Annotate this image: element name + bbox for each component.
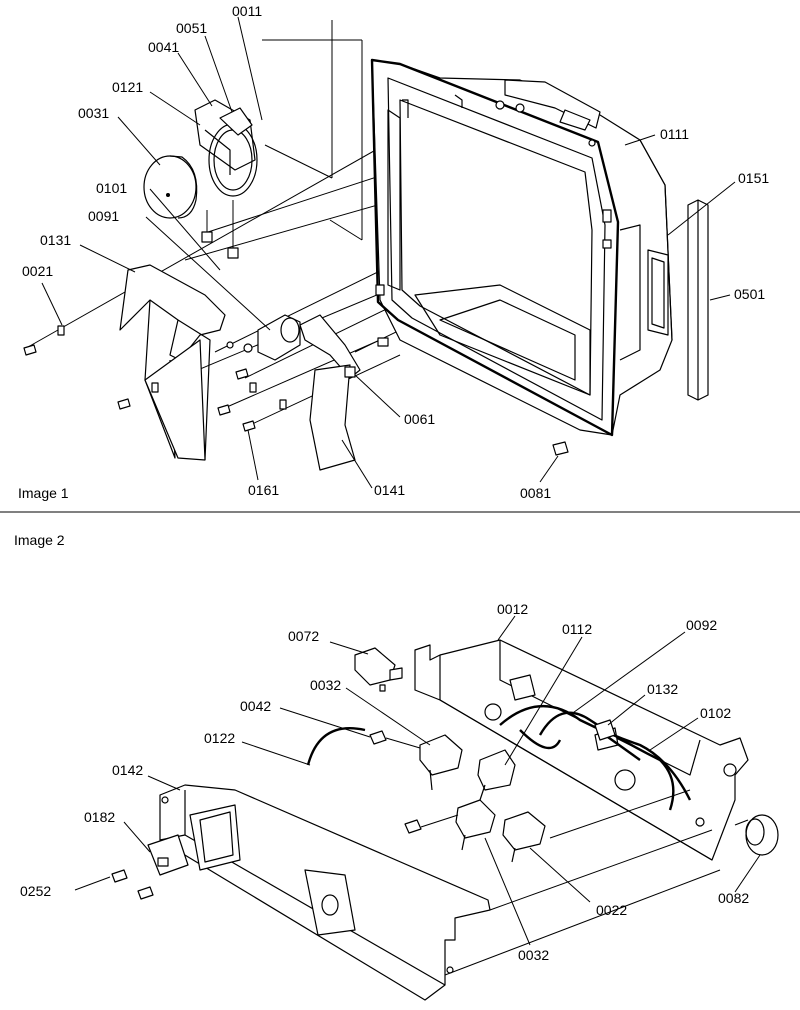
label-0041: 0041 [148,39,179,55]
image-1-group: 0011 0051 0041 0121 0031 0101 0091 0131 … [18,3,769,501]
label-0032-lower: 0032 [518,947,549,963]
motor-disc [143,155,198,219]
switch-0022 [502,811,546,863]
image-2-group: Image 2 [14,532,779,1001]
label-0021: 0021 [22,263,53,279]
label-0012: 0012 [497,601,528,617]
label-0142: 0142 [112,762,143,778]
label-0092: 0092 [686,617,717,633]
label-0031: 0031 [78,105,109,121]
switch-0112 [477,749,516,801]
label-0161: 0161 [248,482,279,498]
actuator-motor [226,314,301,361]
label-0132: 0132 [647,681,678,697]
label-0082: 0082 [718,890,749,906]
label-0501: 0501 [734,286,765,302]
image-2-leaders [74,615,761,946]
label-0102: 0102 [700,705,731,721]
label-0121: 0121 [112,79,143,95]
label-0122: 0122 [204,730,235,746]
gasket-strip [687,199,709,401]
image-1-leaders [41,16,736,489]
label-0141: 0141 [374,482,405,498]
connector-0132 [594,719,616,741]
image-2-labels: 0012 0072 0112 0092 0032 0132 0042 0102 … [20,601,749,963]
screws-image-1 [23,325,569,456]
label-0091: 0091 [88,208,119,224]
label-0112: 0112 [562,621,592,637]
image-2-guide-lines [444,789,721,976]
label-0051: 0051 [176,20,207,36]
label-0072: 0072 [288,628,319,644]
knob-0082 [734,814,779,856]
label-0011: 0011 [232,3,262,19]
label-0061: 0061 [404,411,435,427]
switch-0032-upper [369,730,463,791]
housing-frame [370,58,673,437]
label-0182: 0182 [84,809,115,825]
image-1-caption: Image 1 [18,485,69,501]
bezel-0182 [111,834,189,900]
label-0042: 0042 [240,698,271,714]
image-2-caption: Image 2 [14,532,65,548]
label-0081: 0081 [520,485,551,501]
lever-assembly-right [299,314,389,471]
label-0252: 0252 [20,883,51,899]
label-0101: 0101 [96,180,127,196]
label-0131: 0131 [40,232,71,248]
front-panel [159,784,491,1001]
image-1-labels: 0011 0051 0041 0121 0031 0101 0091 0131 … [18,3,769,501]
motor-bracket [194,99,258,259]
label-0022: 0022 [596,902,627,918]
cable-0122 [306,727,366,766]
label-0151: 0151 [738,170,769,186]
label-0032-upper: 0032 [310,677,341,693]
switch-0032-lower [404,799,496,851]
switch-0072 [354,647,403,692]
label-0111: 0111 [660,126,689,142]
lever-assembly-left [119,264,226,461]
